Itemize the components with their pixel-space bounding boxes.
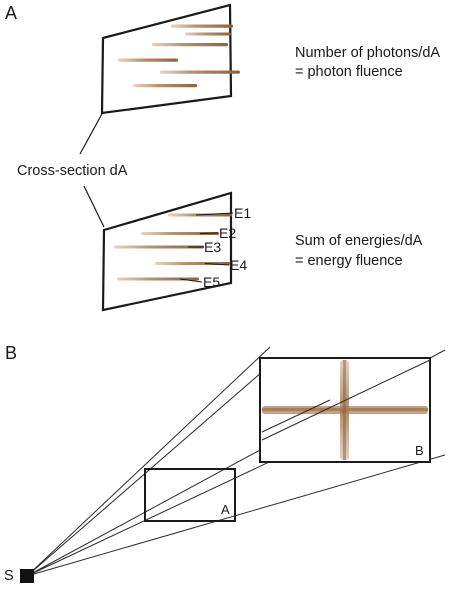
source-label: S [4, 568, 14, 584]
energy-label-e1: E1 [234, 205, 252, 221]
ray-inner-bottom [26, 454, 285, 577]
area-a-label: A [221, 502, 230, 517]
connector-line-top [79, 111, 104, 155]
cross-section-label: Cross-section dA [17, 163, 128, 179]
photon-track-e5 [117, 277, 199, 281]
energy-label-e2: E2 [219, 225, 237, 241]
energy-label-e4: E4 [230, 257, 248, 273]
photon-track [133, 84, 197, 88]
energy-label-e5: E5 [203, 274, 221, 290]
panel-b-label: B [5, 343, 18, 363]
photon-track [152, 43, 228, 47]
photon-track-e2 [141, 232, 219, 235]
energy-leader-lines [179, 212, 234, 283]
area-b-label: B [415, 443, 424, 458]
photon-track [171, 24, 233, 28]
ray-outer-top [26, 346, 271, 577]
energy-label-e3: E3 [204, 239, 222, 255]
area-a-frame [144, 468, 236, 522]
cross-section-plane-bottom [101, 191, 233, 312]
photon-fluence-caption-line1: Number of photons/dA [295, 45, 441, 61]
panel-a-label: A [5, 3, 18, 23]
energy-fluence-caption-line2: = energy fluence [295, 253, 403, 269]
photon-track [118, 58, 178, 62]
photon-track [160, 70, 240, 74]
photon-fluence-caption-line2: = photon fluence [295, 64, 403, 80]
energy-fluence-caption-line1: Sum of energies/dA [295, 233, 423, 249]
connector-line-bottom [83, 185, 105, 228]
photon-tracks-top [118, 24, 240, 88]
source-marker [20, 569, 34, 583]
photon-track [185, 32, 231, 36]
photon-track-e3 [114, 245, 204, 249]
cross-section-plane-top [100, 3, 233, 115]
